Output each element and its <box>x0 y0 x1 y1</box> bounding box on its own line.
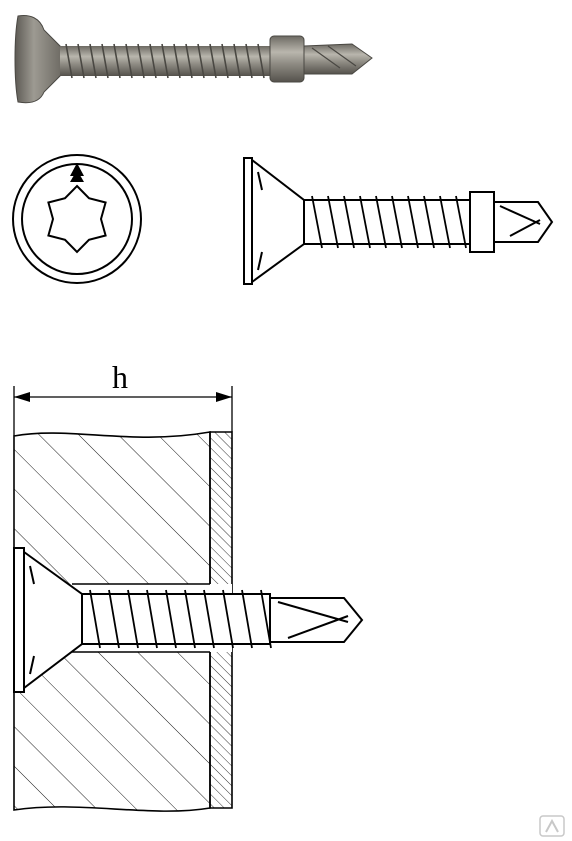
thread-line <box>89 43 97 79</box>
thread-line <box>184 589 196 649</box>
thread-line <box>439 195 451 249</box>
thread-line <box>359 195 371 249</box>
dimension-h <box>13 386 233 436</box>
thread-line <box>113 43 121 79</box>
thread-line <box>241 589 253 649</box>
screw-side-view <box>243 157 554 285</box>
screw-head-top-view <box>12 154 142 284</box>
thread-line <box>343 195 355 249</box>
thread-line <box>423 195 435 249</box>
installed-screw <box>13 547 364 693</box>
thread-line <box>407 195 419 249</box>
thread-line <box>146 589 158 649</box>
thread-line <box>77 43 85 79</box>
thread-line <box>222 589 234 649</box>
thread-line <box>257 43 265 79</box>
thread-line <box>137 43 145 79</box>
thread-line <box>173 43 181 79</box>
thread-line <box>161 43 169 79</box>
thread-line <box>375 195 387 249</box>
thread-line <box>245 43 253 79</box>
thread-line <box>149 43 157 79</box>
thread-line <box>185 43 193 79</box>
thread-line <box>327 195 339 249</box>
thread-line <box>455 195 467 249</box>
thread-line <box>101 43 109 79</box>
torx-star-icon <box>47 184 107 254</box>
thread-line <box>391 195 403 249</box>
thread-line <box>203 589 215 649</box>
thread-line <box>221 43 229 79</box>
triangle-logo-icon <box>539 815 565 837</box>
thread-line <box>311 195 323 249</box>
thread-line <box>209 43 217 79</box>
thread-line <box>125 43 133 79</box>
thread-line <box>197 43 205 79</box>
screw-photo <box>14 15 373 104</box>
thread-line <box>165 589 177 649</box>
installation-section: h <box>13 359 364 812</box>
thread-line <box>127 589 139 649</box>
thread-line <box>233 43 241 79</box>
thread-line <box>108 589 120 649</box>
dimension-label: h <box>112 359 128 395</box>
thread-line <box>89 589 101 649</box>
thread-line <box>65 43 73 79</box>
